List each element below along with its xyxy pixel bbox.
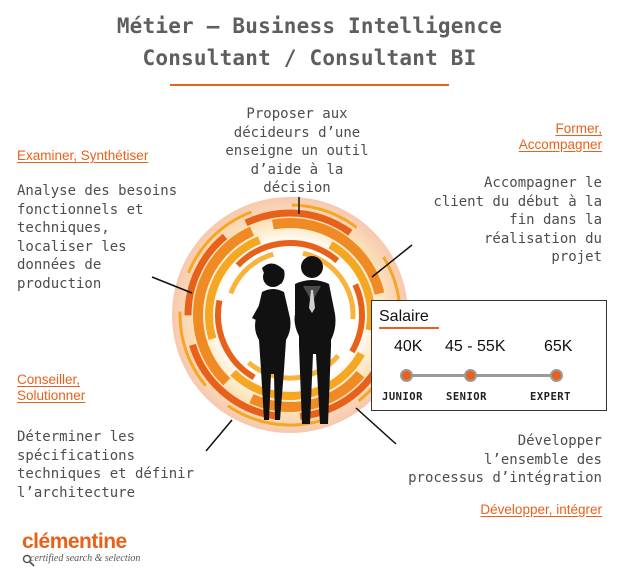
page-title: Métier – Business Intelligence [116, 14, 503, 38]
page-subtitle: Consultant / Consultant BI [142, 46, 477, 70]
woman-arm [252, 300, 266, 321]
man-body [294, 280, 336, 424]
top-right-description: Accompagner le client du début à la fin … [433, 175, 602, 265]
bottom-right-description: Développer l’ensemble des processus d’in… [408, 433, 602, 486]
role-conseiller-solutionner: Conseiller, Solutionner [17, 372, 86, 403]
logo-wordmark: clémentine [22, 530, 127, 553]
title-divider [170, 84, 449, 86]
man-head [301, 256, 323, 278]
role-examiner-synthetiser: Examiner, Synthétiser [17, 148, 149, 163]
salary-level-junior: JUNIOR [382, 391, 423, 403]
salary-marker-expert [550, 369, 563, 382]
salary-panel: Salaire 40K 45 - 55K 65K JUNIOR SENIOR E… [371, 300, 607, 411]
salary-marker-senior [464, 369, 477, 382]
role-developper-integrer: Développer, intégrer [480, 502, 602, 517]
woman-body [255, 289, 291, 420]
salary-level-senior: SENIOR [446, 391, 487, 403]
man-tie [309, 290, 315, 313]
top-left-description: Analyse des besoins fonctionnels et tech… [17, 183, 178, 292]
salary-title-underline [379, 327, 439, 329]
woman-hair [262, 263, 285, 284]
salary-value-expert: 65K [544, 338, 573, 355]
salary-value-junior: 40K [394, 338, 423, 355]
clementine-logo: clémentine certified search & selection [22, 530, 167, 570]
center-top-description: Proposer aux décideurs d’une enseigne un… [225, 106, 369, 196]
magnifier-icon [22, 554, 35, 567]
connector-lines [151, 197, 413, 452]
salary-value-senior: 45 - 55K [445, 338, 506, 355]
salary-scale-track [405, 374, 560, 377]
logo-tagline: certified search & selection [30, 553, 141, 564]
salary-level-expert: EXPERT [530, 391, 571, 403]
business-people-silhouette [252, 256, 336, 424]
salary-marker-junior [400, 369, 413, 382]
salary-title: Salaire [379, 308, 429, 325]
bottom-left-description: Déterminer les spécifications techniques… [17, 429, 195, 501]
role-former-accompagner: Former, Accompagner [518, 121, 602, 152]
